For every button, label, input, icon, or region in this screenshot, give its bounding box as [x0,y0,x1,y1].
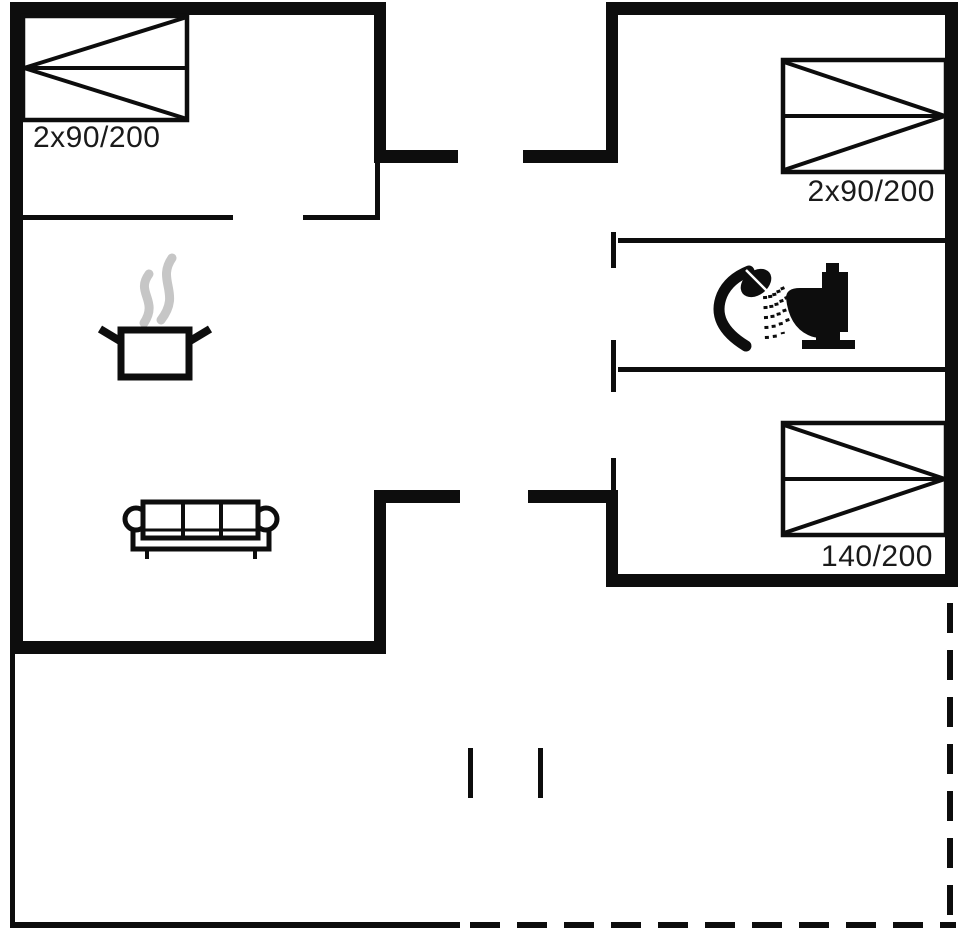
bed-top-right [780,57,949,175]
wall-left-block-right-lower [374,490,386,654]
steam-wisp [139,269,154,328]
wall-left-block-right-upper [374,2,386,163]
thin-walls [23,163,945,497]
wall-bathroom-top [618,238,945,243]
terrace-outline [10,603,956,928]
toilet-button [826,263,839,273]
toilet-pedestal [816,330,840,342]
wall-hall-bottom-left-segment [374,490,460,503]
kitchen-icons [97,253,213,381]
wall-right-block-left-lower [606,490,618,587]
terrace-door-post-left [468,748,473,798]
wall-right-block-left-upper [606,2,618,163]
bed-size-label-top-left: 2x90/200 [33,121,161,154]
wall-exterior-top-left-block [10,2,386,15]
bed-size-label-bottom-right: 140/200 [821,540,933,573]
toilet-foot [802,340,855,349]
wall-entrance-top-left-segment [374,150,458,163]
wall-entrance-top-right-segment [523,150,618,163]
bed-duvet-line [783,60,946,118]
cooking-pot-icon [97,325,213,381]
wall-bedroom1-bottom-right-segment [303,215,377,220]
thick-walls [10,2,958,654]
wall-stub-bathroom-door-bottom [611,340,616,392]
bed-duvet-line [783,477,946,535]
spray-ray [763,295,769,341]
bed-bottom-right [780,420,949,538]
pot-handle-right [187,325,213,345]
wall-bedroom1-bottom-left-segment [23,215,233,220]
wall-stub-bathroom-door-top [611,232,616,268]
bed-duvet-line [23,15,188,70]
wall-exterior-top-right-block [606,2,958,15]
bed-top-left [20,13,190,123]
wall-exterior-left [10,2,23,653]
shower-head-face [745,269,771,295]
terrace-edge-bottom-solid [10,922,460,928]
sofa-icon [122,499,280,559]
wall-bedroom1-right [375,163,380,220]
toilet-icon [786,263,855,349]
wall-hall-bottom-right-segment [528,490,618,503]
shower-icon [713,265,797,352]
bed-duvet-line [783,423,946,481]
wall-stub-bedroom3-door [611,458,616,497]
steam-icon [139,253,177,328]
terrace-door-post-right [538,748,543,798]
sofa-cushions [140,499,261,541]
toilet-tank [822,272,848,332]
shower-spray [763,286,797,341]
bed-size-label-top-right: 2x90/200 [807,175,935,208]
shower-hose [713,265,755,352]
spray-ray [768,294,777,339]
toilet-bowl [786,288,822,338]
spray-ray [772,292,785,335]
shower-head [740,268,772,298]
wall-right-block-bottom [606,574,958,587]
pot-handle-left [97,325,123,345]
wall-living-room-bottom [10,641,386,654]
pot-body [117,326,193,381]
steam-wisp [156,253,177,325]
sofa-base [130,519,272,552]
bed-duvet-line [23,66,188,121]
terrace-edge-left [10,654,15,928]
bed-duvet-line [783,114,946,172]
wall-bathroom-bottom [618,367,945,372]
